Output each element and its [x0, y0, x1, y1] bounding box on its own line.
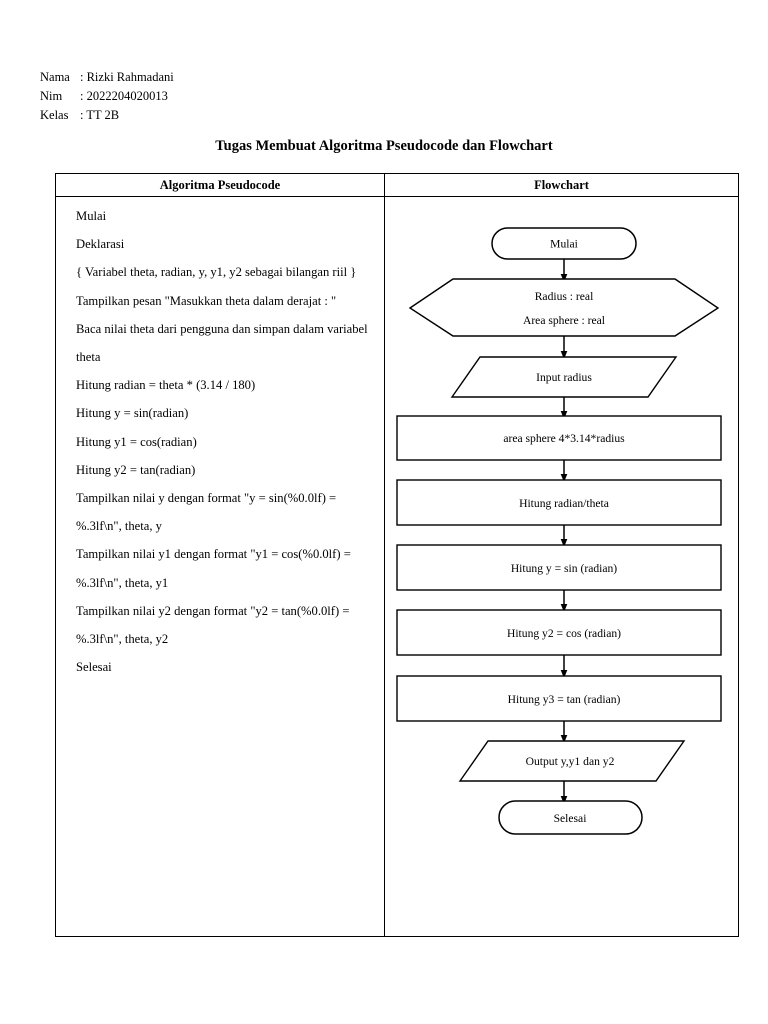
flowchart-node-output-label: Output y,y1 dan y2: [526, 755, 615, 768]
pseudocode-line: { Variabel theta, radian, y, y1, y2 seba…: [76, 265, 357, 280]
student-kelas-label: Kelas: [40, 108, 69, 122]
flowchart-node-declare: Radius : real Area sphere : real: [408, 278, 720, 337]
flowchart-node-tan: Hitung y3 = tan (radian): [396, 675, 722, 722]
flowchart-node-end: Selesai: [498, 800, 643, 835]
pseudocode-line: Tampilkan nilai y2 dengan format "y2 = t…: [76, 603, 353, 647]
flowchart-cell: Mulai Radius : real Area sphere : real I…: [385, 197, 738, 936]
flowchart-node-sin-label: Hitung y = sin (radian): [511, 562, 617, 575]
student-nim-label: Nim: [40, 89, 63, 103]
student-kelas-value: : TT 2B: [80, 108, 120, 122]
student-name-label: Nama: [40, 70, 70, 84]
flowchart-node-sin: Hitung y = sin (radian): [396, 544, 722, 591]
flowchart-node-cos-label: Hitung y2 = cos (radian): [507, 627, 621, 640]
pseudocode-line: Baca nilai theta dari pengguna dan simpa…: [76, 321, 371, 365]
student-nim-row: Nim : 2022204020013: [40, 87, 174, 106]
student-nim-value: : 2022204020013: [80, 89, 168, 103]
flowchart-node-tan-label: Hitung y3 = tan (radian): [508, 693, 621, 706]
pseudocode-line: Hitung y2 = tan(radian): [76, 462, 196, 477]
pseudocode-line: Hitung y = sin(radian): [76, 406, 189, 421]
pseudocode-line: Tampilkan nilai y1 dengan format "y1 = c…: [76, 547, 354, 590]
flowchart-node-input-label: Input radius: [536, 371, 592, 384]
flowchart-node-declare-label-line2: Area sphere : real: [523, 314, 605, 327]
table-header-row: Algoritma Pseudocode Flowchart: [56, 174, 738, 197]
pseudocode-line: Tampilkan nilai y dengan format "y = sin…: [76, 491, 340, 534]
student-header: Nama : Rizki Rahmadani Nim : 2022204020013…: [40, 68, 174, 125]
student-name-row: Nama : Rizki Rahmadani: [40, 68, 174, 87]
flowchart-node-radian-label: Hitung radian/theta: [519, 497, 609, 510]
pseudocode-line: Mulai: [76, 209, 107, 223]
flowchart-node-area: area sphere 4*3.14*radius: [396, 415, 722, 461]
pseudocode-line: Hitung radian = theta * (3.14 / 180): [76, 378, 256, 393]
student-name-value: : Rizki Rahmadani: [80, 70, 174, 84]
pseudocode-line: Deklarasi: [76, 237, 125, 252]
pseudocode-line: Selesai: [76, 660, 112, 675]
flowchart-node-declare-label-line1: Radius : real: [535, 290, 594, 303]
flowchart-node-radian: Hitung radian/theta: [396, 479, 722, 526]
flowchart-node-start-label: Mulai: [550, 238, 578, 251]
page-title: Tugas Membuat Algoritma Pseudocode dan F…: [215, 138, 553, 154]
pseudocode-line: Tampilkan pesan "Masukkan theta dalam de…: [76, 293, 337, 308]
column-header-algoritma-pseudocode: Algoritma Pseudocode: [56, 174, 385, 196]
flowchart-node-cos: Hitung y2 = cos (radian): [396, 609, 722, 656]
flowchart-node-end-label: Selesai: [554, 812, 587, 825]
student-kelas-row: Kelas : TT 2B: [40, 106, 174, 125]
flowchart-node-area-label: area sphere 4*3.14*radius: [503, 432, 625, 445]
column-header-flowchart: Flowchart: [534, 177, 589, 192]
flowchart-node-input: Input radius: [450, 356, 678, 398]
flowchart-diagram: Mulai Radius : real Area sphere : real I…: [385, 197, 738, 936]
flowchart-node-start: Mulai: [491, 227, 637, 260]
flowchart-node-output: Output y,y1 dan y2: [458, 740, 686, 782]
pseudocode-line: Hitung y1 = cos(radian): [76, 434, 197, 449]
